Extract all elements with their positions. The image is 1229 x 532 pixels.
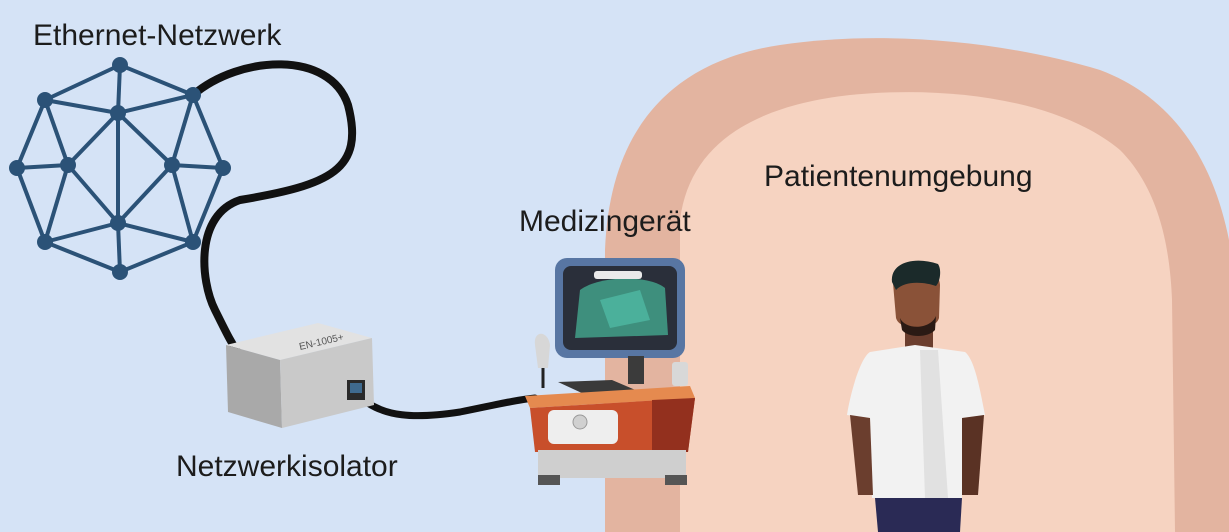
isolator-device-icon: EN-1005+ (226, 323, 374, 428)
cable-isolator-to-device (351, 388, 539, 420)
device-label: Medizingerät (519, 205, 691, 238)
cable-network-to-isolator (189, 60, 357, 359)
network-icon (9, 57, 231, 280)
isolator-label: Netzwerkisolator (176, 450, 398, 483)
network-label: Ethernet-Netzwerk (33, 19, 282, 52)
patient-person-icon (847, 260, 985, 532)
patient-environment-label: Patientenumgebung (764, 160, 1033, 193)
ultrasound-device-icon (525, 258, 695, 485)
